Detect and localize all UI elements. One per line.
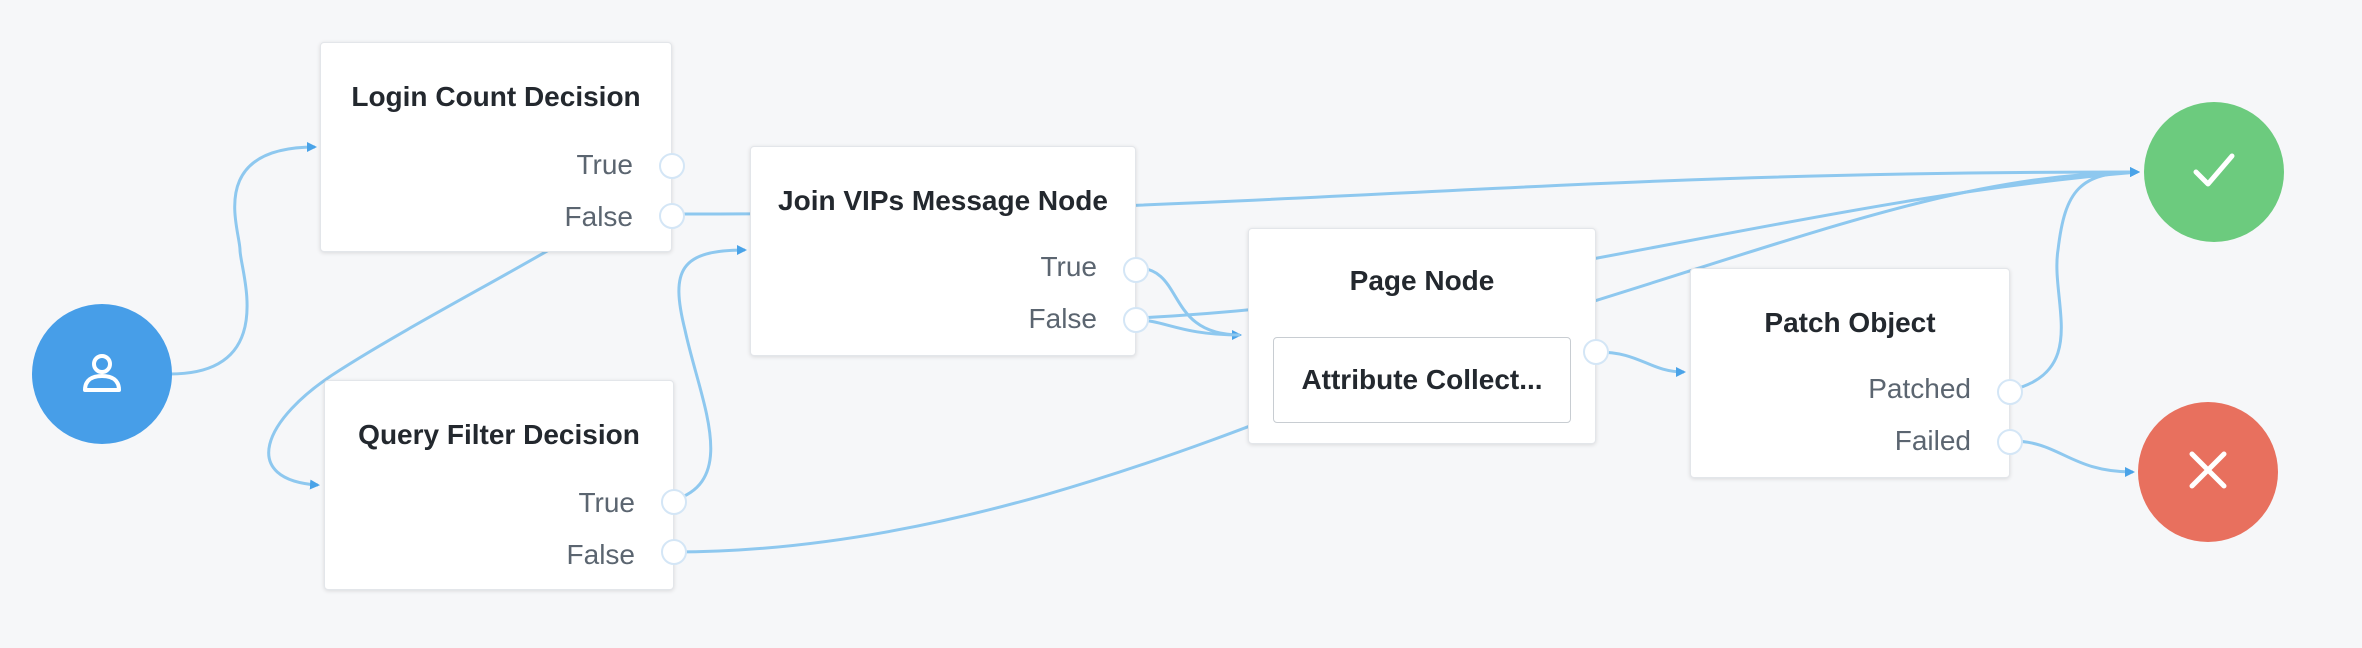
connection-start-to-login-count [169,142,317,376]
node-title: Patch Object [1764,307,1936,338]
outcome-port-true[interactable] [1123,257,1149,283]
node-title: Join VIPs Message Node [778,185,1108,216]
outcome-label-false: False [564,201,633,232]
connection-failed-to-failure [2011,439,2135,477]
connection-patched-to-success [2011,167,2140,392]
failure-node[interactable] [2138,402,2278,542]
node-title: Page Node [1349,265,1495,296]
user-icon [78,348,126,401]
outcome-label-false: False [566,539,635,570]
success-node[interactable] [2144,102,2284,242]
check-icon [2186,142,2242,203]
outcome-port[interactable] [1583,339,1609,365]
node-title: Query Filter Decision [358,419,640,450]
outcome-port-patched[interactable] [1997,379,2023,405]
outcome-label-true: True [576,149,633,180]
outcome-port-false[interactable] [659,203,685,229]
outcome-label-false: False [1028,303,1097,334]
outcome-label-true: True [578,487,635,518]
close-icon [2184,446,2232,499]
outcome-port-false[interactable] [661,539,687,565]
connection-query-true-to-join-vips [673,245,747,502]
login-count-decision-node[interactable]: Login Count Decision True False [320,42,685,252]
outcome-port-true[interactable] [659,153,685,179]
start-node[interactable] [32,304,172,444]
outcome-port-failed[interactable] [1997,429,2023,455]
outcome-port-false[interactable] [1123,307,1149,333]
connection-join-true-to-page-node [1136,266,1242,340]
outcome-label-patched: Patched [1868,373,1971,404]
node-title: Login Count Decision [351,81,641,112]
attribute-collector-child-node[interactable]: Attribute Collect... [1273,337,1571,423]
join-vips-message-node[interactable]: Join VIPs Message Node True False [750,146,1149,356]
patch-object-node[interactable]: Patch Object Patched Failed [1690,268,2023,478]
outcome-label-true: True [1040,251,1097,282]
outcome-port-true[interactable] [661,489,687,515]
connection-page-node-to-patch-object [1597,350,1686,377]
outcome-label-failed: Failed [1894,425,1971,456]
page-node[interactable]: Page Node Attribute Collect... [1248,228,1609,444]
query-filter-decision-node[interactable]: Query Filter Decision True False [324,380,687,590]
